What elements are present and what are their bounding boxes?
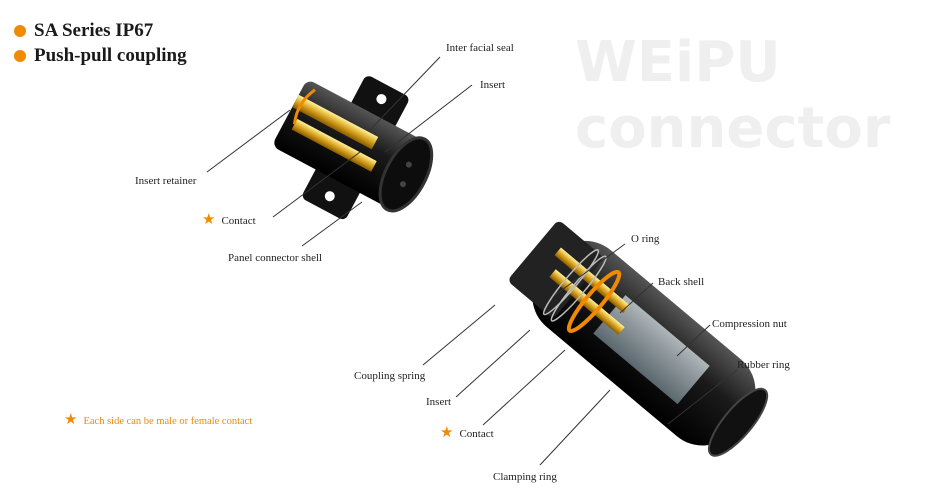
title-series: SA Series IP67 (14, 20, 153, 42)
leader-lines (206, 56, 738, 466)
label-coupling-spring: Coupling spring (354, 370, 426, 382)
label-panel-shell: Panel connector shell (228, 252, 323, 264)
star-icon: ★ (440, 425, 454, 441)
label-back-shell: Back shell (658, 276, 705, 288)
label-insert-panel: Insert (480, 79, 506, 91)
label-interfacial-seal: Inter facial seal (446, 42, 514, 54)
star-icon: ★ (202, 212, 216, 228)
contact-note: ★Each side can be male or female contact (64, 412, 253, 428)
label-insert-retainer: Insert retainer (135, 175, 197, 187)
star-icon: ★ (64, 412, 78, 428)
bullet-icon (14, 25, 26, 37)
label-contact-plug: ★Contact (440, 425, 494, 441)
label-rubber-ring: Rubber ring (737, 359, 790, 371)
label-compression-nut: Compression nut (712, 318, 787, 330)
panel-connector (274, 76, 434, 220)
plug-connector (509, 221, 769, 457)
bullet-icon (14, 50, 26, 62)
label-contact-panel: ★Contact (202, 212, 256, 228)
label-clamping-ring: Clamping ring (493, 471, 557, 483)
label-o-ring: O ring (631, 233, 660, 245)
title-coupling: Push-pull coupling (14, 45, 187, 67)
watermark: WEiPU connector (575, 30, 891, 161)
label-insert-plug: Insert (426, 396, 452, 408)
